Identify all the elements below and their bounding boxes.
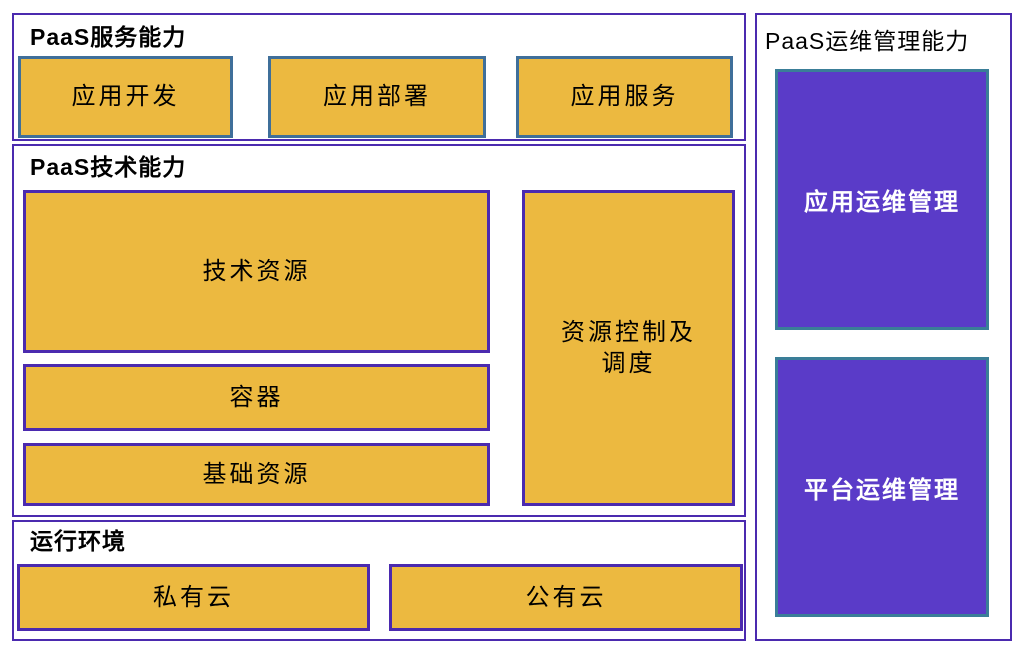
- box-container-label: 容器: [229, 383, 284, 411]
- box-app-service-label: 应用服务: [570, 83, 679, 111]
- box-tech-resource-label: 技术资源: [202, 257, 311, 285]
- box-public-cloud-label: 公有云: [525, 583, 607, 611]
- box-platform-ops-management: 平台运维管理: [775, 357, 989, 617]
- section-paas-ops-management: PaaS运维管理能力 应用运维管理 平台运维管理: [755, 13, 1012, 641]
- box-private-cloud-label: 私有云: [153, 583, 234, 611]
- box-basic-resource-label: 基础资源: [202, 460, 311, 488]
- box-resource-control-scheduling: 资源控制及调度: [522, 190, 735, 506]
- box-private-cloud: 私有云: [17, 564, 370, 631]
- section-title-paas-service: PaaS服务能力: [30, 24, 187, 50]
- box-app-development: 应用开发: [18, 56, 233, 138]
- section-paas-service-capability: PaaS服务能力 应用开发 应用部署 应用服务: [12, 13, 746, 141]
- box-app-deployment: 应用部署: [268, 56, 486, 138]
- box-app-ops-management: 应用运维管理: [775, 69, 989, 330]
- box-app-service: 应用服务: [516, 56, 733, 138]
- section-title-paas-ops: PaaS运维管理能力: [765, 28, 970, 54]
- box-app-ops-management-label: 应用运维管理: [804, 189, 960, 216]
- box-resource-control-scheduling-label: 资源控制及调度: [561, 318, 696, 377]
- section-runtime-environment: 运行环境 私有云 公有云: [12, 520, 746, 641]
- box-platform-ops-management-label: 平台运维管理: [804, 476, 960, 504]
- box-basic-resource: 基础资源: [23, 443, 490, 506]
- section-title-paas-tech: PaaS技术能力: [30, 154, 187, 180]
- box-tech-resource: 技术资源: [23, 190, 490, 353]
- box-app-deployment-label: 应用部署: [323, 83, 431, 111]
- box-public-cloud: 公有云: [389, 564, 743, 631]
- section-title-runtime: 运行环境: [30, 528, 126, 554]
- section-paas-tech-capability: PaaS技术能力 技术资源 容器 基础资源 资源控制及调度: [12, 144, 746, 517]
- box-container: 容器: [23, 364, 490, 431]
- box-app-development-label: 应用开发: [71, 83, 180, 111]
